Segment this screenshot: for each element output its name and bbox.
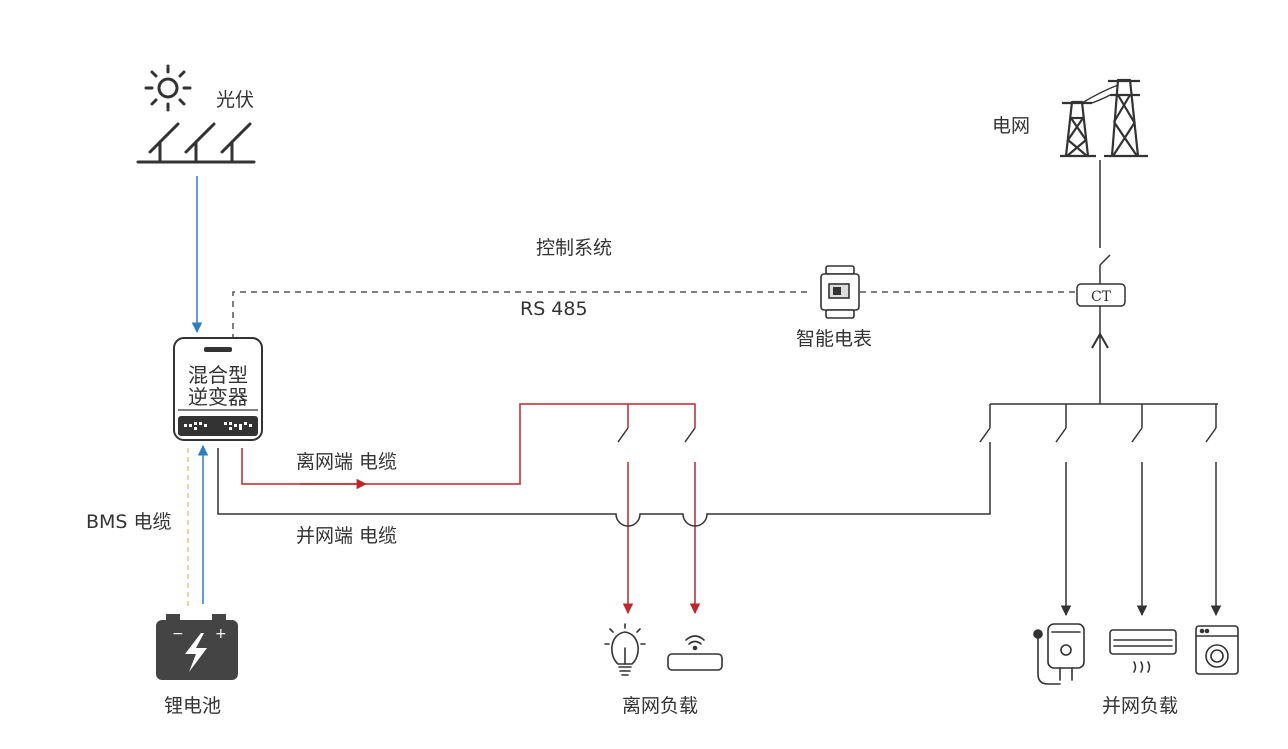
off-grid-cable-line [241,403,696,485]
on-grid-cable-line [217,442,991,527]
inverter-label-line1: 混合型 [188,363,248,387]
air-conditioner-icon [1109,629,1177,673]
smart-meter-label: 智能电表 [796,328,872,350]
svg-text:+: + [215,626,227,642]
control-system-label: 控制系统 [536,237,612,259]
grid-switch [1099,254,1111,266]
up-arrow-icon [1091,331,1109,349]
inverter-label-line2: 逆变器 [188,385,248,409]
on-grid-cable-label: 并网端 电缆 [296,525,397,547]
off-grid-load-label: 离网负载 [622,695,698,717]
hybrid-inverter-icon: 混合型 逆变器 [173,337,263,441]
transmission-tower-icon [1060,78,1148,158]
pv-label: 光伏 [216,89,254,111]
ct-label: CT [1091,289,1112,305]
solar-panel-icon [136,122,256,164]
battery-label: 锂电池 [164,695,221,717]
battery-icon: − + [156,614,238,680]
sun-icon [144,64,192,112]
off-grid-cable-label: 离网端 电缆 [296,451,397,473]
smart-meter-icon [820,265,860,319]
off-grid-switch-2 [684,427,696,443]
washing-machine-icon [1195,625,1239,675]
water-heater-icon [1033,623,1085,685]
grid-label: 电网 [992,115,1030,137]
on-grid-load-label: 并网负载 [1102,695,1178,717]
bms-cable-label: BMS 电缆 [86,511,172,533]
router-icon [667,635,723,671]
on-grid-switches [979,404,1217,443]
off-grid-switch-1 [617,427,629,443]
ct-icon: CT [1076,283,1126,307]
comm-dashed-line-left [232,291,808,340]
svg-text:−: − [172,626,184,642]
rs485-label: RS 485 [520,298,588,320]
light-bulb-icon [604,623,646,676]
